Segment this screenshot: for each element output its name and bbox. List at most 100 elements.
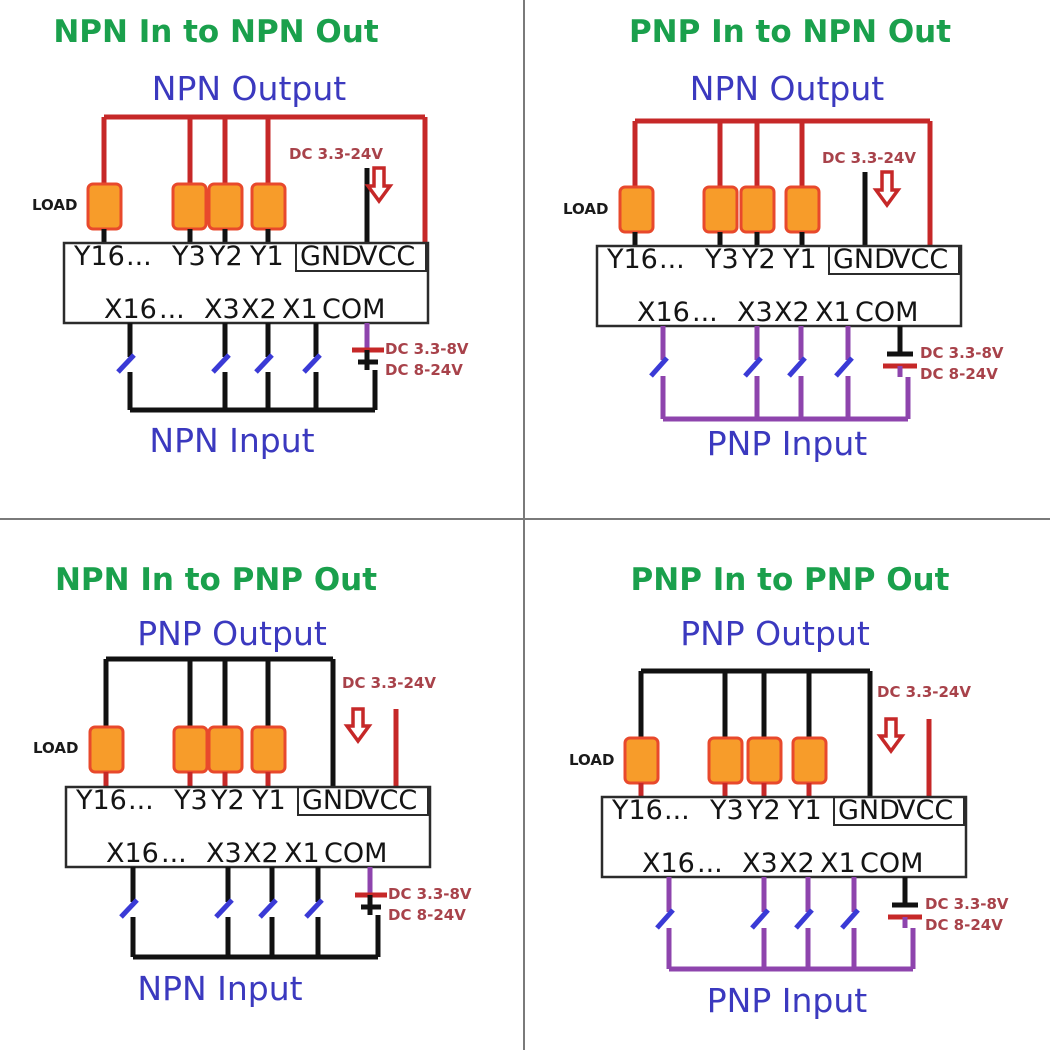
terminal-module: Y16 ... Y3 Y2 Y1 GND VCC X16 ... X3 X2 X… [64, 785, 432, 869]
output-leg-wires [632, 232, 805, 246]
input-voltage-label-1: DC 3.3-8V [925, 895, 1009, 913]
terminal-y16: Y16 [75, 785, 127, 816]
load-label: LOAD [569, 751, 614, 769]
terminal-com: COM [324, 838, 387, 869]
output-leg-wires [103, 772, 271, 787]
output-section-label: NPN Output [690, 69, 884, 108]
down-arrow-icon [876, 717, 906, 754]
terminal-x-ellipsis: ... [692, 297, 718, 328]
output-voltage-label: DC 3.3-24V [289, 145, 383, 163]
output-section-label: PNP Output [680, 614, 870, 653]
terminal-y3: Y3 [709, 795, 744, 826]
quadrant-pnp-in-npn-out: PNP In to NPN Out NPN Output LOAD [525, 0, 1050, 525]
circuit-svg-npn-pnp: NPN In to PNP Out PNP Output LOAD [33, 562, 472, 1008]
terminal-y1: Y1 [251, 785, 286, 816]
terminal-vcc: VCC [359, 241, 415, 272]
terminal-module: Y16 ... Y3 Y2 Y1 GND VCC X16 ... X3 X2 X… [600, 795, 968, 879]
terminal-y1: Y1 [787, 795, 822, 826]
load-resistors [618, 185, 821, 234]
output-section-label: PNP Output [137, 614, 327, 653]
down-arrow-icon [343, 707, 373, 744]
input-section-label: NPN Input [137, 969, 302, 1008]
input-power-battery [883, 326, 917, 377]
terminal-y-ellipsis: ... [126, 241, 152, 272]
input-voltage-label-2: DC 8-24V [385, 361, 463, 379]
terminal-x1: X1 [284, 838, 320, 869]
terminal-x-ellipsis: ... [161, 838, 187, 869]
input-switches [119, 898, 324, 919]
terminal-x16: X16 [106, 838, 159, 869]
terminal-vcc: VCC [361, 785, 417, 816]
terminal-x1: X1 [815, 297, 851, 328]
load-label: LOAD [32, 196, 77, 214]
output-bus-wiring [101, 114, 428, 243]
input-section-label: PNP Input [707, 981, 867, 1020]
quadrant-pnp-in-pnp-out: PNP In to PNP Out PNP Output LOAD [525, 525, 1050, 1050]
terminal-y3: Y3 [171, 241, 206, 272]
terminal-y2: Y2 [741, 244, 776, 275]
input-voltage-label-1: DC 3.3-8V [385, 340, 469, 358]
circuit-svg-npn-npn: NPN In to NPN Out NPN Output LOAD [32, 14, 469, 460]
output-bus-wiring [638, 668, 873, 797]
load-resistors [86, 182, 287, 231]
terminal-y2: Y2 [746, 795, 781, 826]
output-voltage-label: DC 3.3-24V [342, 674, 436, 692]
terminal-y2: Y2 [210, 785, 245, 816]
quadrant-npn-in-pnp-out: NPN In to PNP Out PNP Output LOAD [0, 525, 525, 1050]
output-leg-wires [638, 783, 812, 797]
input-voltage-label-2: DC 8-24V [920, 365, 998, 383]
input-voltage-label-2: DC 8-24V [388, 906, 466, 924]
terminal-y2: Y2 [208, 241, 243, 272]
input-power-battery [352, 323, 384, 370]
output-voltage-label: DC 3.3-24V [877, 683, 971, 701]
input-switches [649, 356, 854, 378]
terminal-gnd: GND [302, 785, 364, 816]
quadrant-title: PNP In to NPN Out [629, 14, 951, 50]
terminal-com: COM [860, 848, 923, 879]
down-arrow-icon [364, 166, 394, 204]
terminal-x2: X2 [774, 297, 810, 328]
terminal-x16: X16 [642, 848, 695, 879]
terminal-gnd: GND [300, 241, 362, 272]
terminal-y-ellipsis: ... [128, 785, 154, 816]
terminal-x3: X3 [206, 838, 242, 869]
output-voltage-label: DC 3.3-24V [822, 149, 916, 167]
terminal-y3: Y3 [173, 785, 208, 816]
terminal-y16: Y16 [73, 241, 125, 272]
input-section-label: PNP Input [707, 424, 867, 463]
terminal-x1: X1 [820, 848, 856, 879]
input-power-battery [888, 877, 922, 928]
terminal-x2: X2 [243, 838, 279, 869]
input-wiring [127, 323, 378, 413]
down-arrow-icon [872, 170, 902, 208]
input-voltage-label-1: DC 3.3-8V [920, 344, 1004, 362]
input-voltage-label-2: DC 8-24V [925, 916, 1003, 934]
output-section-label: NPN Output [152, 69, 346, 108]
terminal-y-ellipsis: ... [659, 244, 685, 275]
input-section-label: NPN Input [149, 421, 314, 460]
terminal-vcc: VCC [892, 244, 948, 275]
terminal-module: Y16 ... Y3 Y2 Y1 GND VCC X16 ... X3 X2 X… [595, 244, 963, 328]
circuit-svg-pnp-pnp: PNP In to PNP Out PNP Output LOAD [569, 562, 1009, 1020]
terminal-x3: X3 [737, 297, 773, 328]
quadrant-title: NPN In to NPN Out [53, 14, 379, 50]
input-switches [116, 353, 322, 374]
terminal-y3: Y3 [704, 244, 739, 275]
vertical-divider [523, 0, 525, 1050]
circuit-svg-pnp-npn: PNP In to NPN Out NPN Output LOAD [563, 14, 1004, 463]
terminal-module: Y16 ... Y3 Y2 Y1 GND VCC X16 ... X3 X2 X… [62, 241, 430, 325]
quadrant-title: PNP In to PNP Out [631, 562, 950, 598]
terminal-y-ellipsis: ... [664, 795, 690, 826]
terminal-vcc: VCC [897, 795, 953, 826]
terminal-gnd: GND [838, 795, 900, 826]
quadrant-title: NPN In to PNP Out [55, 562, 377, 598]
input-power-battery [355, 867, 387, 915]
terminal-x16: X16 [637, 297, 690, 328]
input-voltage-label-1: DC 3.3-8V [388, 885, 472, 903]
terminal-com: COM [322, 294, 385, 325]
output-leg-wires [101, 229, 271, 243]
terminal-x-ellipsis: ... [159, 294, 185, 325]
terminal-x3: X3 [742, 848, 778, 879]
terminal-y1: Y1 [782, 244, 817, 275]
